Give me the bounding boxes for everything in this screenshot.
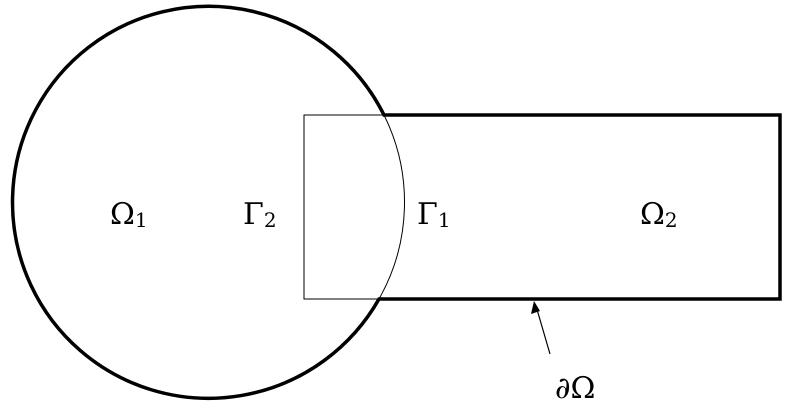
gamma2-interface <box>303 114 384 300</box>
outer-boundary <box>10 4 782 401</box>
gamma1-label: Γ1 <box>417 197 451 232</box>
boundary-label: ∂Ω <box>555 371 595 406</box>
omega1-label: Ω1 <box>110 197 148 232</box>
interfaces <box>303 114 406 300</box>
boundary-arrow <box>531 301 551 355</box>
gamma1-interface <box>378 114 406 300</box>
gamma2-label: Γ2 <box>243 197 277 232</box>
omega2-label: Ω2 <box>640 197 678 232</box>
